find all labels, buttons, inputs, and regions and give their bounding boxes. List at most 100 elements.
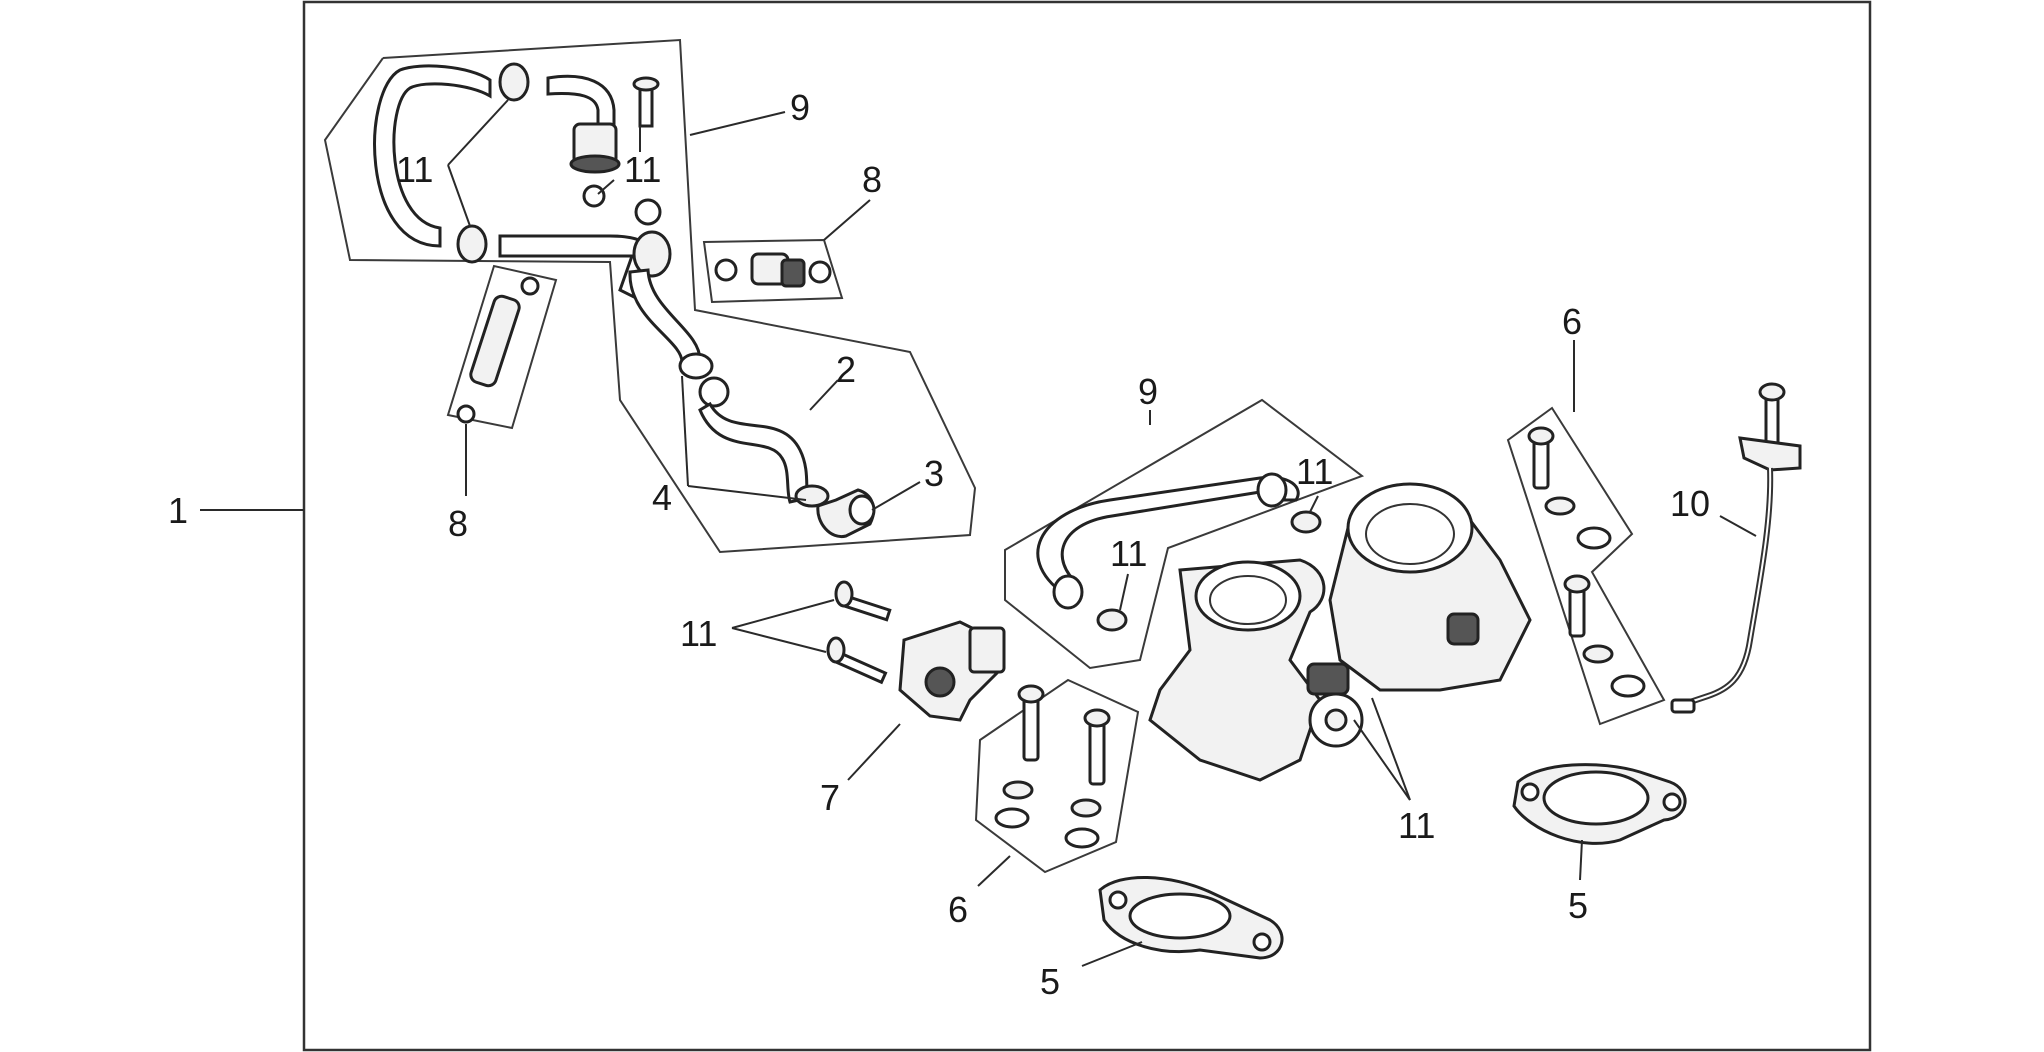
leader-clip-11-topmid — [597, 179, 615, 195]
plate-hole-right — [808, 260, 832, 284]
cable-10-wire-inner — [1689, 467, 1772, 703]
washer-6-right-d — [1610, 674, 1646, 698]
sensor-7-center — [924, 666, 956, 698]
throttle-linkage-right — [1446, 612, 1480, 646]
pressure-regulator-seal — [569, 154, 621, 174]
leader-clips-11-throttle-b — [1371, 697, 1411, 801]
hose-9-center-end-right — [1256, 472, 1288, 508]
hose-9-center — [1036, 475, 1300, 601]
label-hose-9-center: 9 — [1138, 371, 1158, 412]
washer-6-center-c — [1070, 798, 1102, 818]
screw-6-center-b — [1088, 718, 1106, 786]
leader-screws-11-left-a — [731, 599, 835, 629]
plate-sensor-connector — [780, 258, 806, 288]
label-hose-9-top: 9 — [790, 87, 810, 128]
throttle-linkage-left — [1306, 662, 1350, 696]
label-elbow-3: 3 — [924, 453, 944, 494]
label-clamp-4: 4 — [652, 477, 672, 518]
group-outline-plate-8 — [702, 238, 844, 304]
cable-10-bracket — [1738, 436, 1802, 472]
label-assembly: 1 — [168, 490, 188, 531]
clamp-4-lower — [794, 484, 830, 508]
leader-elbow-3 — [871, 481, 921, 511]
group-outline-hose-9-top — [323, 38, 977, 554]
clip-11-center-b — [1096, 608, 1128, 632]
leader-gasket-5-center — [1081, 941, 1143, 967]
label-screws-11-left: 11 — [680, 613, 717, 654]
throttle-body-left-bore — [1194, 560, 1302, 632]
bolt-top — [638, 84, 654, 128]
screw-11-lower-head — [826, 636, 846, 664]
group-outline-screws-6-right — [1506, 406, 1666, 726]
label-clip-11-topmid: 11 — [624, 149, 661, 190]
throttle-pulley-hub — [1324, 708, 1348, 732]
leader-sensor-7 — [847, 723, 901, 781]
elbow-3-port — [848, 494, 876, 526]
label-injector-8: 8 — [448, 503, 468, 544]
label-plate-8: 8 — [862, 159, 882, 200]
leader-clamp-4-b — [687, 485, 807, 501]
hose-2-end — [698, 376, 730, 408]
group-outline-screws-6-center — [974, 678, 1140, 874]
leader-gasket-5-right — [1579, 839, 1583, 881]
hose-9-center-end-left — [1052, 574, 1084, 610]
leader-clip-11-center-a — [1309, 495, 1319, 513]
gasket-5-center-hole-b — [1252, 932, 1272, 952]
plate-hole-left — [714, 258, 738, 282]
cable-10-end — [1670, 698, 1696, 714]
screw-6-center-a — [1022, 694, 1040, 762]
washer-6-center-b — [994, 807, 1030, 829]
clamp-11-lower — [456, 224, 488, 264]
assembly-frame — [302, 0, 1872, 1052]
gasket-5-right-hole-b — [1662, 792, 1682, 812]
washer-6-right-b — [1576, 526, 1612, 550]
hose-9-top — [373, 64, 492, 248]
label-screws-6-right: 6 — [1562, 301, 1582, 342]
leader-hose-9-top — [689, 111, 786, 136]
label-gasket-5-right: 5 — [1568, 885, 1588, 926]
pipe-lower — [628, 268, 702, 364]
washer-6-center-d — [1064, 827, 1100, 849]
clip-11-center-a — [1290, 510, 1322, 534]
clamp-11-upper — [498, 62, 530, 102]
leader-screws-6-center — [977, 855, 1011, 887]
leader-clamp-4-a — [681, 375, 689, 487]
screw-11-upper-head — [834, 580, 854, 608]
screw-6-right-b-head — [1563, 574, 1591, 594]
fuel-rail-fitting — [632, 230, 672, 278]
clamp-4-ring — [678, 352, 714, 380]
injector-body — [469, 294, 521, 388]
label-clip-11-center-a: 11 — [1296, 451, 1333, 492]
gasket-5-right-hole-a — [1520, 782, 1540, 802]
washer-6-right-c — [1582, 644, 1614, 664]
label-clip-11-center-b: 11 — [1110, 533, 1147, 574]
throttle-body-left-bore-inner — [1209, 575, 1287, 625]
group-outline-hose-9-center — [1004, 398, 1365, 670]
label-sensor-7: 7 — [820, 777, 840, 818]
injector-oring-top — [520, 276, 540, 296]
screw-6-center-a-head — [1017, 684, 1045, 704]
throttle-body-right-bore-inner — [1365, 503, 1455, 565]
cap-small — [582, 184, 606, 208]
screw-6-center-b-head — [1083, 708, 1111, 728]
label-hose-2: 2 — [836, 349, 856, 390]
gasket-5-center-bore — [1128, 892, 1232, 940]
cable-10-bolt-head — [1758, 382, 1786, 402]
leader-clips-11-throttle-a — [1353, 719, 1411, 801]
label-clips-11-throttle: 11 — [1398, 805, 1435, 846]
fuel-rail-boss — [634, 198, 662, 226]
gasket-5-right-bore — [1542, 770, 1650, 826]
hose-2 — [698, 401, 811, 504]
leader-clip-11-topleft-a — [447, 99, 509, 166]
gasket-5-center-hole-a — [1108, 890, 1128, 910]
group-outline-injector-8 — [446, 264, 558, 430]
label-screws-6-center: 6 — [948, 889, 968, 930]
bolt-top-head — [632, 76, 660, 92]
sensor-7-connector — [968, 626, 1006, 674]
injector-oring-bottom — [456, 404, 476, 424]
throttle-body-right-bore — [1346, 482, 1474, 574]
hose-9-top-right — [546, 74, 616, 130]
leader-clip-11-topleft-b — [447, 164, 471, 227]
label-gasket-5-center: 5 — [1040, 961, 1060, 1002]
